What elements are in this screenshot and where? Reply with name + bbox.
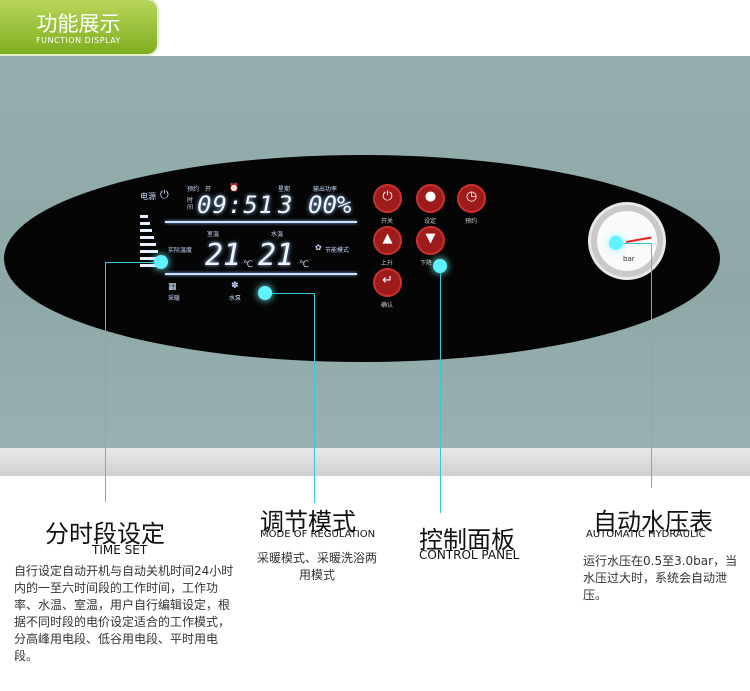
radiator-icon: ▦: [168, 282, 177, 292]
down-button[interactable]: ▼: [416, 226, 445, 255]
time-set-description: 自行设定自动开机与自动关机时间24小时内的一至六时间段的工作时间，工作功率、水温…: [14, 564, 234, 663]
pump-icon: ✽: [231, 281, 239, 291]
down-button-label: 下降: [420, 260, 433, 267]
regulation-description: 采暖模式、采暖洗浴两用模式: [256, 551, 377, 582]
schedule-button-label: 预约: [465, 218, 478, 225]
fan-icon: ✿: [315, 243, 322, 252]
lcd-divider-top: [165, 221, 357, 223]
time-set-subtitle: TIME SET: [92, 543, 148, 557]
time-value: 09:51: [197, 191, 275, 219]
eco-mode-label: 节能模式: [325, 247, 350, 254]
timer-label: 预约: [187, 186, 200, 193]
circle-icon: ●: [424, 189, 437, 204]
regulation-pointer-dot: [258, 286, 272, 300]
section-tag: 功能展示 FUNCTION DISPLAY: [0, 0, 157, 54]
gauge-title: 自动水压表: [593, 508, 713, 536]
set-button[interactable]: ●: [416, 184, 445, 213]
week-label: 星期: [278, 186, 291, 193]
down-arrow-icon: ▼: [425, 231, 436, 246]
gauge-pointer-line: [623, 243, 651, 244]
regulation-subtitle: MODE OF REGULATION: [260, 529, 376, 540]
regulation-pointer-line: [272, 293, 314, 294]
gauge-subtitle: AUTOMATIC HYDRAULIC: [586, 529, 706, 540]
time-set-title: 分时段设定: [45, 520, 165, 548]
power-icon: ⏻: [382, 189, 393, 204]
day-value: 3: [278, 191, 293, 219]
set-button-label: 设定: [424, 218, 437, 225]
regulation-title: 调节模式: [260, 508, 356, 536]
confirm-button[interactable]: ↵: [373, 268, 402, 297]
room-temp-label: 室温: [207, 231, 220, 238]
gauge-unit: bar: [623, 255, 635, 263]
section-subtitle: FUNCTION DISPLAY: [36, 36, 121, 45]
up-button[interactable]: ▲: [373, 226, 402, 255]
power-icon: ⏻: [160, 188, 169, 201]
up-arrow-icon: ▲: [382, 231, 393, 246]
section-title: 功能展示: [36, 12, 121, 36]
power-label: 电源: [140, 192, 156, 201]
power-button[interactable]: ⏻: [373, 184, 402, 213]
water-temp-value: 21: [258, 238, 295, 273]
control-panel-pointer-stem: [440, 273, 441, 513]
time-set-pointer-stem: [105, 262, 106, 502]
pump-label: 水泵: [229, 295, 242, 302]
water-temp-label: 水温: [271, 231, 284, 238]
room-temp-unit: ℃: [243, 260, 254, 270]
control-panel-title: 控制面板: [419, 526, 515, 554]
heating-label: 采暖: [168, 295, 181, 302]
schedule-button[interactable]: ◷: [457, 184, 486, 213]
alarm-clock-icon: ⏰: [229, 183, 239, 192]
time-set-pointer-line: [105, 262, 155, 263]
output-label: 输出功率: [313, 186, 338, 193]
power-button-label: 开关: [381, 218, 394, 225]
panel-bottom-trim: [0, 448, 750, 476]
gauge-pointer-dot: [609, 236, 623, 250]
flame-level-bars: [140, 215, 164, 271]
room-temp-value: 21: [205, 238, 242, 273]
time-set-pointer-dot: [154, 255, 168, 269]
enter-icon: ↵: [382, 273, 393, 288]
clock-icon: ◷: [465, 189, 478, 204]
up-button-label: 上升: [381, 260, 394, 267]
lcd-divider-bottom: [165, 273, 357, 275]
pressure-gauge: bar: [588, 202, 666, 280]
time-label: 时间: [187, 197, 194, 211]
control-panel-pointer-dot: [433, 259, 447, 273]
actual-temp-label: 实际温度: [168, 247, 193, 254]
timer-state: 开: [205, 186, 212, 193]
confirm-button-label: 确认: [381, 302, 394, 309]
gauge-description: 运行水压在0.5至3.0bar，当水压过大时，系统会自动泄压。: [583, 554, 738, 602]
output-value: 00%: [308, 191, 352, 219]
regulation-pointer-stem: [314, 293, 315, 503]
gauge-pointer-stem: [651, 243, 652, 488]
control-panel-subtitle: CONTROL PANEL: [419, 548, 520, 562]
water-temp-unit: ℃: [299, 260, 310, 270]
